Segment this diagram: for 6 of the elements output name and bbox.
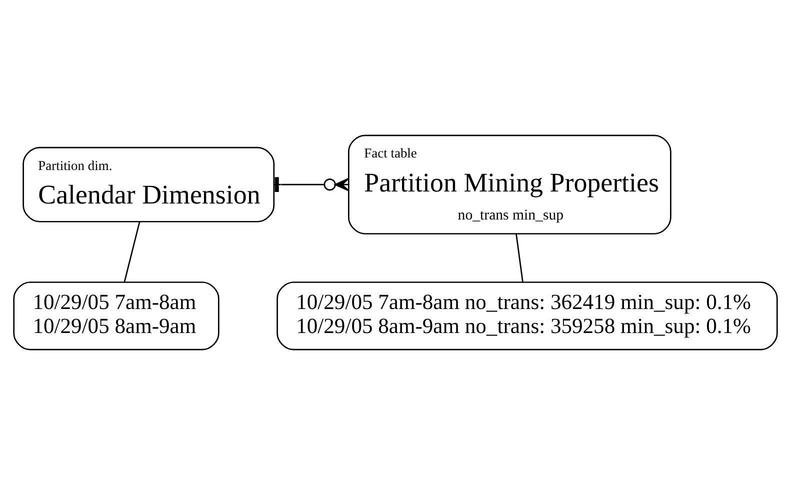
connector [516, 233, 524, 282]
node-box: 10/29/05 7am-8am no_trans: 362419 min_sup: 0.1% 10/29/05 8am-9am no_trans: 359258 min_sup: 0.1% [276, 281, 778, 350]
connector [124, 221, 140, 282]
node-box: Partition dim. Calendar Dimension [22, 146, 275, 222]
node-box: Fact table Partition Mining Properties no_trans min_sup [348, 134, 672, 234]
node-box: 10/29/05 7am-8am 10/29/05 8am-9am [13, 281, 220, 350]
